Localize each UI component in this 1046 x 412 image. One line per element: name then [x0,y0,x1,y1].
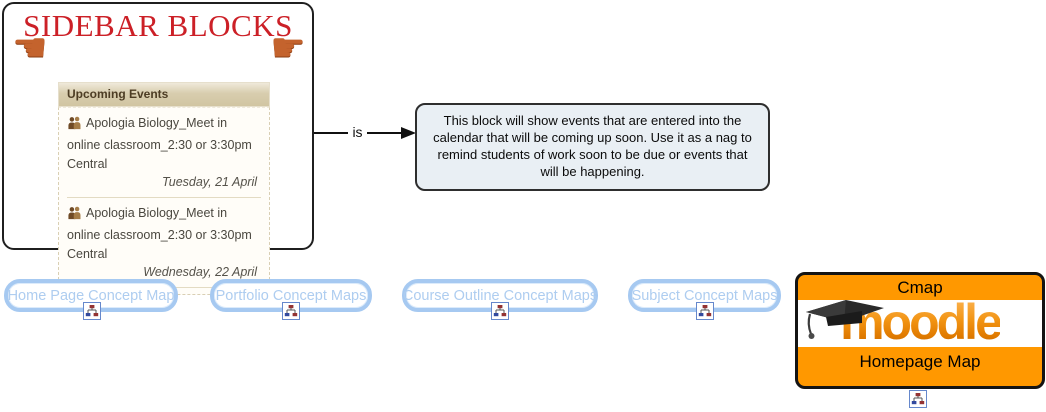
moodle-logo-text: moodle [840,300,1003,347]
event-description: Apologia Biology_Meet in online classroo… [67,116,252,171]
event-description: Apologia Biology_Meet in online classroo… [67,206,252,261]
event-text: Apologia Biology_Meet in online classroo… [67,114,261,173]
group-people-icon [67,206,82,226]
concept-map-resource-icon[interactable] [909,390,927,408]
upcoming-events-block: Upcoming Events Apologia Biology_Meet in… [58,82,270,295]
node-label: Portfolio Concept Maps [215,287,367,304]
is-connector: is [314,125,416,141]
block-description-node[interactable]: This block will show events that are ent… [415,103,770,191]
event-date: Tuesday, 21 April [162,175,257,190]
linking-phrase-is[interactable]: is [352,124,363,140]
group-people-icon [67,116,82,136]
connector-line [366,132,401,134]
pointing-hand-right-icon: ☛ [270,26,306,70]
node-label: Subject Concept Maps [631,287,778,304]
sidebar-blocks-title: SIDEBAR BLOCKS [23,8,293,43]
moodle-logo: moodle [798,300,1042,347]
concept-map-resource-icon[interactable] [696,302,714,320]
sidebar-blocks-node[interactable]: SIDEBAR BLOCKS ☚ ☛ Upcoming Events [2,2,314,295]
node-label: Course Outline Concept Maps [402,287,598,304]
node-course-outline-concept-maps[interactable]: Course Outline Concept Maps [402,279,598,312]
arrowhead-icon [401,127,416,139]
node-label: Home Page Concept Map [7,287,175,304]
upcoming-events-header: Upcoming Events [58,82,270,107]
event-text: Apologia Biology_Meet in online classroo… [67,204,261,263]
cmap-label: Cmap [897,278,943,297]
block-description-text: This block will show events that are ent… [433,113,752,179]
event-date: Wednesday, 22 April [143,265,257,280]
event-item: Apologia Biology_Meet in online classroo… [65,112,263,194]
concept-map-resource-icon[interactable] [83,302,101,320]
pointing-hand-left-icon: ☚ [12,26,48,70]
connector-line [314,132,349,134]
node-cmap-moodle-homepage-map[interactable]: Cmap moodle Homepage Map [795,272,1045,389]
concept-map-resource-icon[interactable] [282,302,300,320]
upcoming-events-body: Apologia Biology_Meet in online classroo… [58,107,270,295]
concept-map-resource-icon[interactable] [491,302,509,320]
homepage-map-label: Homepage Map [859,352,981,371]
event-divider [67,197,261,198]
event-item: Apologia Biology_Meet in online classroo… [65,202,263,284]
